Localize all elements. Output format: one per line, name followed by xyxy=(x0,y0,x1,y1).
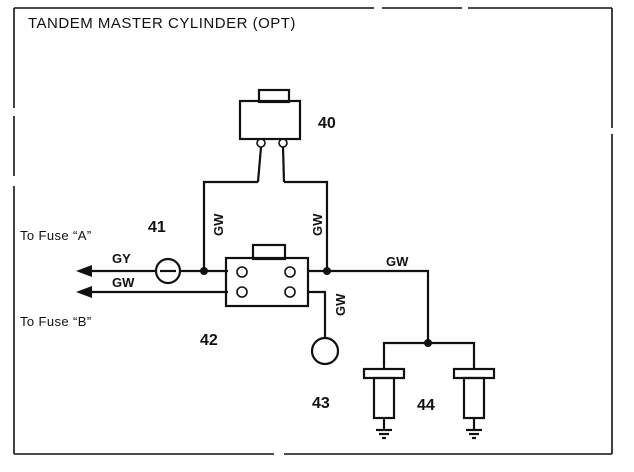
fuse-a-label: To Fuse “A” xyxy=(20,228,92,243)
label-43: 43 xyxy=(312,395,330,412)
wire-label-gw-right: GW xyxy=(310,213,325,236)
wire-label-gw-down: GW xyxy=(333,293,348,316)
label-40: 40 xyxy=(318,115,336,132)
junction-41 xyxy=(154,257,182,285)
wire-label-gw-horizontal: GW xyxy=(386,254,409,269)
connector-42 xyxy=(224,243,327,308)
wire-label-gw-left: GW xyxy=(211,213,226,236)
wire-gw-lead xyxy=(76,286,228,298)
wire-label-gy: GY xyxy=(112,251,131,266)
wire-label-gw-lead: GW xyxy=(112,275,135,290)
wire-gw-to-lamp xyxy=(308,290,327,338)
wires-gw-vertical xyxy=(202,180,329,272)
sensor-40 xyxy=(238,88,302,183)
fuse-b-label: To Fuse “B” xyxy=(20,314,92,329)
junction-dot-left xyxy=(200,267,208,275)
diagram-frame xyxy=(13,7,613,455)
diagram-title: TANDEM MASTER CYLINDER (OPT) xyxy=(28,15,296,32)
label-41: 41 xyxy=(148,219,166,236)
label-44: 44 xyxy=(417,397,435,414)
switches-44 xyxy=(362,341,496,440)
label-42: 42 xyxy=(200,332,218,349)
wire-gw-to-switches xyxy=(327,269,430,343)
lamp-43 xyxy=(310,336,340,366)
